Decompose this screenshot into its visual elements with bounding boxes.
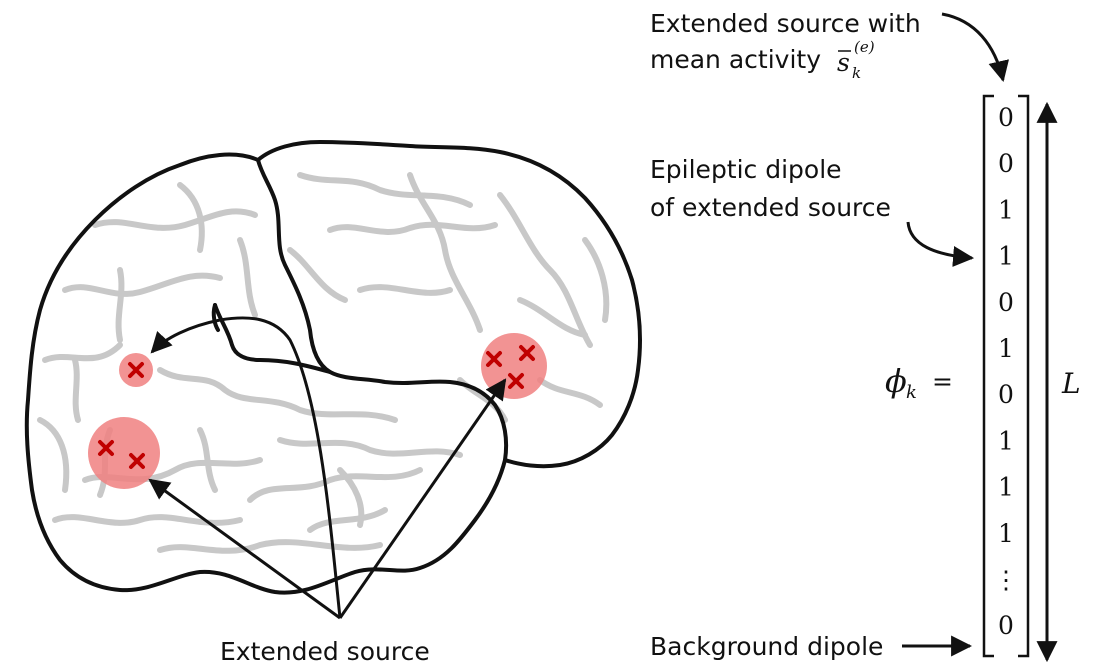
vector-entry: 1 (998, 242, 1014, 271)
vector-entry: 0 (998, 611, 1014, 640)
vector-entry: 0 (998, 103, 1014, 132)
svg-text:k: k (852, 64, 861, 82)
svg-text:=: = (932, 367, 953, 396)
brain-illustration (27, 142, 640, 593)
vector-entry: 1 (998, 473, 1014, 502)
vector-entry: 0 (998, 288, 1014, 317)
extended-source-frontal-large (88, 417, 160, 489)
background-dipole-label: Background dipole (650, 632, 883, 661)
vector-entry: 1 (998, 426, 1014, 455)
epileptic-dipole-line2: of extended source (650, 193, 891, 222)
vector-entry: 0 (998, 380, 1014, 409)
extended-source-parietal (481, 333, 547, 399)
vector-entry: 1 (998, 195, 1014, 224)
svg-text:s: s (837, 48, 850, 77)
arrow-epileptic-dipole (908, 222, 972, 258)
svg-text:k: k (906, 382, 917, 403)
svg-text:(e): (e) (854, 38, 875, 56)
right-bracket (1018, 96, 1028, 656)
top-annotation-line2: mean activity (650, 45, 821, 74)
length-label: L (1061, 367, 1081, 400)
extended-source-label: Extended source (220, 637, 430, 666)
top-annotation-line1: Extended source with (650, 9, 921, 38)
phi-vector: 0 0 1 1 0 1 0 1 1 1 ⋮ 0 (984, 96, 1028, 656)
svg-text:ϕ: ϕ (885, 362, 907, 400)
vector-entry: 0 (998, 149, 1014, 178)
vector-entry: ⋮ (994, 565, 1019, 594)
mean-activity-symbol: s (e) k (837, 38, 875, 82)
annotation-arrows (150, 14, 1047, 660)
arrow-top-annotation (942, 14, 1003, 80)
vector-entry: 1 (998, 519, 1014, 548)
extended-source-frontal-small (119, 353, 153, 387)
left-bracket (984, 96, 994, 656)
vector-entry: 1 (998, 334, 1014, 363)
phi-vector-name: ϕ k = (885, 362, 953, 403)
epileptic-dipole-line1: Epileptic dipole (650, 155, 842, 184)
vector-entries: 0 0 1 1 0 1 0 1 1 1 ⋮ 0 (994, 103, 1019, 640)
